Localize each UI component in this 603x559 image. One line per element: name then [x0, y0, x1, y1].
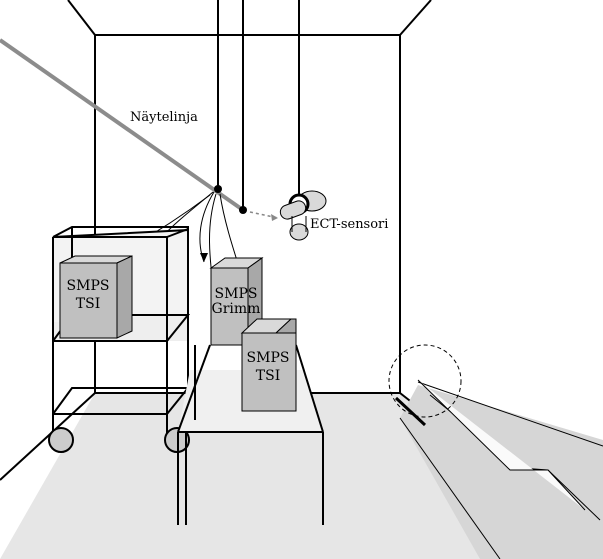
floor [0, 393, 603, 559]
sample-line-label: Näytelinja [130, 110, 198, 125]
ect-sensor-label: ECT-sensori [310, 217, 388, 232]
smps-tsi-cart-box: SMPS TSI [59, 255, 133, 339]
ect-link-arrow [249, 211, 279, 219]
smps-tsi-table-box: SMPS TSI [240, 318, 297, 412]
hanging-lines [217, 0, 300, 210]
smps-grimm-label-1: SMPS [215, 286, 258, 302]
smps-grimm-label-2: Grimm [212, 301, 261, 317]
smps-tsi-cart-label-2: TSI [76, 296, 100, 312]
sample-point-1 [214, 185, 222, 193]
ect-sensor [279, 190, 327, 241]
smps-grimm-box: SMPS Grimm [209, 257, 264, 346]
sample-point-2 [239, 206, 247, 214]
smps-tsi-cart-label-1: SMPS [67, 278, 110, 294]
floor-duct [388, 344, 603, 559]
smps-tsi-table-label-1: SMPS [247, 350, 290, 366]
sample-line [0, 38, 245, 212]
duct-inlet-marker [388, 344, 462, 418]
cart-wheel-left [48, 427, 74, 453]
smps-tsi-table-label-2: TSI [256, 368, 280, 384]
